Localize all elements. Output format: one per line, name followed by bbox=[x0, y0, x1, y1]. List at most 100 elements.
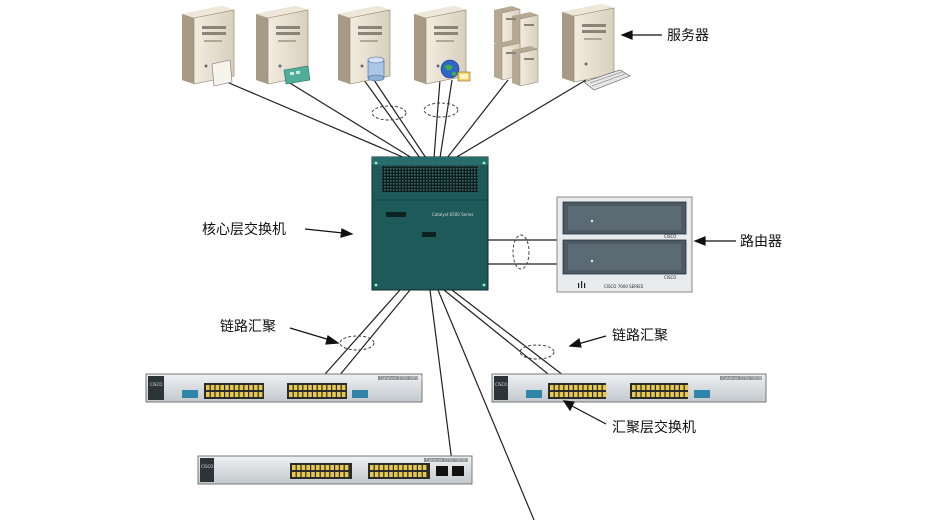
switch-port bbox=[413, 465, 417, 470]
switch-port bbox=[234, 385, 239, 390]
switch-port bbox=[598, 392, 602, 397]
switch-port bbox=[646, 385, 650, 390]
switch-port bbox=[379, 465, 384, 470]
keyboard-icon bbox=[583, 69, 631, 91]
switch-port bbox=[301, 465, 306, 470]
switch-port bbox=[675, 385, 679, 390]
aggregation-ellipse-left bbox=[339, 335, 375, 351]
core-switch: Catalyst 6500 Series bbox=[371, 156, 489, 291]
switch-port bbox=[322, 385, 327, 390]
switch-port bbox=[289, 385, 293, 390]
switch-port bbox=[665, 392, 670, 397]
switch-port bbox=[588, 385, 592, 390]
switch-port bbox=[206, 385, 210, 390]
switch-port bbox=[374, 472, 379, 477]
label-link-aggregation-left: 链路汇聚 bbox=[220, 319, 276, 335]
server-6 bbox=[561, 3, 631, 91]
switch-port bbox=[215, 385, 220, 390]
switch-port bbox=[389, 465, 393, 470]
label-aggregation-switch: 汇聚层交换机 bbox=[612, 419, 696, 436]
switch-port bbox=[422, 472, 427, 477]
switch-port bbox=[341, 392, 346, 397]
server-cluster-icon bbox=[494, 6, 539, 87]
switch-port bbox=[394, 472, 398, 477]
switch-port bbox=[298, 392, 303, 397]
server-row bbox=[181, 3, 631, 91]
server-2 bbox=[255, 5, 311, 85]
switch-port bbox=[301, 472, 306, 477]
switch-port bbox=[564, 392, 568, 397]
link-server-6-core bbox=[454, 79, 587, 159]
right-switch-brand: CISCO bbox=[495, 382, 507, 387]
switch-port bbox=[225, 392, 229, 397]
switch-port bbox=[675, 392, 679, 397]
database-icon bbox=[367, 56, 385, 82]
switch-port bbox=[578, 385, 583, 390]
switch-port bbox=[298, 385, 303, 390]
switch-port bbox=[569, 392, 573, 397]
switch-port bbox=[344, 472, 349, 477]
switch-port bbox=[206, 392, 210, 397]
switch-port bbox=[293, 385, 298, 390]
switch-port bbox=[332, 392, 336, 397]
server-4 bbox=[413, 5, 471, 85]
switch-port bbox=[320, 472, 325, 477]
switch-port bbox=[210, 392, 215, 397]
switch-port bbox=[244, 385, 248, 390]
bottom-access-switch: CISCO Catalyst 3750 SERIES bbox=[197, 455, 473, 485]
switch-port bbox=[550, 385, 554, 390]
switch-port bbox=[554, 385, 559, 390]
switch-port bbox=[308, 385, 312, 390]
switch-port bbox=[403, 465, 408, 470]
switch-port bbox=[636, 385, 641, 390]
switch-port bbox=[220, 392, 224, 397]
annotation-arrows bbox=[289, 30, 736, 425]
switch-port bbox=[244, 392, 248, 397]
link-server-4b-core bbox=[439, 79, 453, 159]
aggregation-ellipse-router bbox=[512, 234, 530, 270]
switch-port bbox=[684, 385, 689, 390]
bottom-switch-model: Catalyst 3750 SERIES bbox=[426, 458, 470, 463]
link-server-3b-core bbox=[373, 79, 427, 159]
switch-port bbox=[311, 465, 315, 470]
switch-port bbox=[322, 392, 327, 397]
aggregation-ellipse-right bbox=[519, 344, 555, 360]
switch-port bbox=[656, 392, 660, 397]
switch-port bbox=[313, 392, 317, 397]
switch-port bbox=[593, 392, 597, 397]
bottom-switch-brand: CISCO bbox=[201, 464, 213, 469]
arrow-aggregation-right bbox=[577, 335, 607, 345]
switch-port bbox=[332, 385, 336, 390]
switch-port bbox=[317, 385, 322, 390]
switch-port bbox=[230, 385, 234, 390]
switch-port bbox=[234, 392, 239, 397]
switch-port bbox=[588, 392, 592, 397]
router: CISCO CISCO CISCO 7000 SERIES bbox=[556, 196, 693, 293]
switch-port bbox=[602, 385, 607, 390]
link-server-5-core bbox=[446, 79, 509, 159]
switch-port bbox=[394, 465, 398, 470]
label-core-switch: 核心层交换机 bbox=[202, 221, 286, 238]
switch-port bbox=[239, 385, 244, 390]
switch-port bbox=[602, 392, 607, 397]
network-card-icon bbox=[283, 65, 311, 85]
switch-port bbox=[408, 465, 412, 470]
switch-port bbox=[550, 392, 554, 397]
switch-port bbox=[337, 392, 341, 397]
switch-port bbox=[330, 465, 334, 470]
switch-port bbox=[384, 465, 388, 470]
switch-port bbox=[296, 465, 301, 470]
switch-port bbox=[340, 465, 344, 470]
switch-port bbox=[646, 392, 650, 397]
switch-port bbox=[330, 472, 334, 477]
switch-port bbox=[249, 385, 253, 390]
right-aggregation-switch: CISCO Catalyst 3750 SERIES bbox=[491, 373, 767, 403]
switch-port bbox=[239, 392, 244, 397]
switch-port bbox=[593, 385, 597, 390]
connection-lines bbox=[221, 79, 587, 520]
switch-port bbox=[230, 392, 234, 397]
arrow-aggregation-switch bbox=[571, 405, 607, 425]
left-switch-model: Catalyst 3750 SERIES bbox=[380, 376, 424, 381]
switch-port bbox=[292, 472, 296, 477]
switch-port bbox=[684, 392, 689, 397]
